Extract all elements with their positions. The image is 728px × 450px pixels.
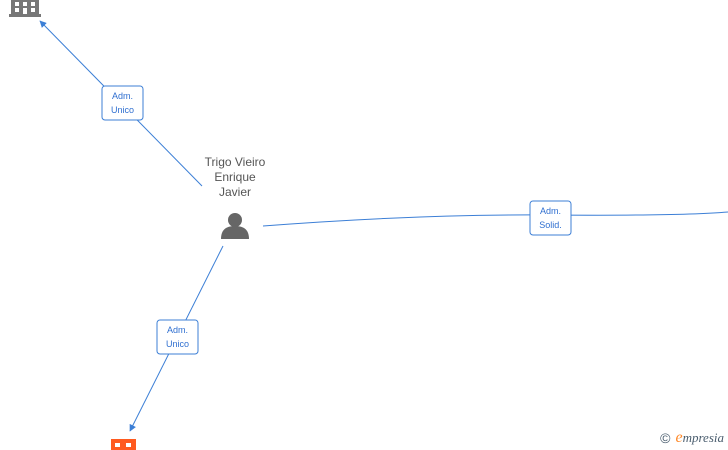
building-icon[interactable]	[111, 439, 136, 450]
edge-label-top-line2: Unico	[111, 105, 134, 115]
copyright-icon: ©	[660, 430, 671, 446]
person-icon[interactable]	[221, 213, 249, 239]
brand-text: mpresia	[682, 430, 724, 445]
edge-label-right-line1: Adm.	[540, 206, 561, 216]
edge-label-bottom[interactable]: Adm. Unico	[156, 319, 199, 355]
edge-label-bottom-line2: Unico	[166, 339, 189, 349]
watermark: © empresia	[660, 429, 724, 447]
edge-label-bottom-line1: Adm.	[167, 325, 188, 335]
building-icon[interactable]	[9, 0, 41, 17]
edge-label-right-line2: Solid.	[539, 220, 562, 230]
brand-logo: empresia	[675, 429, 724, 447]
edge-label-right[interactable]: Adm. Solid.	[529, 200, 572, 236]
person-name-line1: Trigo Vieiro	[204, 155, 266, 169]
person-name-line2: Enrique	[214, 170, 256, 184]
person-name-label[interactable]: Trigo Vieiro Enrique Javier	[185, 155, 285, 200]
person-name-line3: Javier	[218, 185, 251, 199]
edge-label-top[interactable]: Adm. Unico	[101, 85, 144, 121]
edge-line-right	[262, 211, 728, 227]
edge-label-top-line1: Adm.	[112, 91, 133, 101]
brand-initial: e	[675, 429, 683, 446]
